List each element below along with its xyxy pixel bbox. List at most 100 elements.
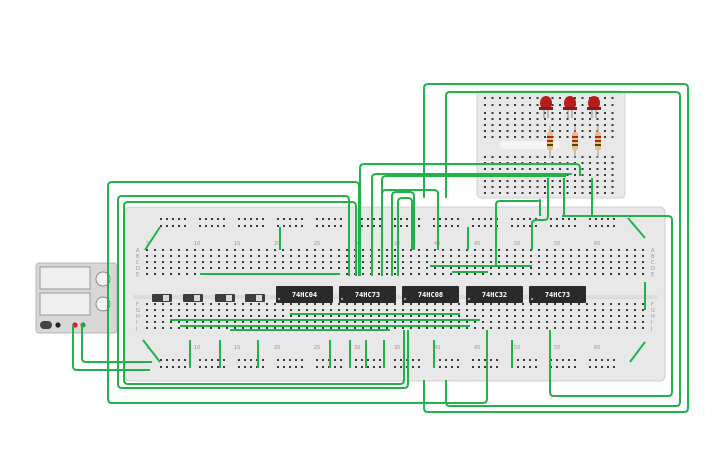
wire[interactable] — [144, 226, 161, 251]
wire[interactable] — [123, 300, 405, 385]
ic-chip[interactable]: 74HC08 — [402, 286, 459, 303]
chip-label: 74HC08 — [418, 291, 443, 299]
column-number: 25 — [314, 345, 320, 351]
row-label: E — [136, 272, 139, 278]
wire[interactable] — [117, 195, 350, 300]
wire[interactable] — [549, 215, 673, 397]
wire[interactable] — [371, 173, 572, 276]
column-number: 35 — [394, 345, 400, 351]
row-label: E — [651, 272, 654, 278]
slide-switches[interactable] — [152, 294, 265, 302]
row-label: C — [136, 260, 140, 266]
wire[interactable] — [381, 175, 566, 276]
row-label: A — [136, 248, 140, 254]
wire[interactable] — [495, 199, 541, 266]
chip-label: 74HC32 — [482, 291, 507, 299]
column-number: 50 — [514, 241, 520, 247]
row-label: H — [651, 314, 655, 320]
row-label: F — [651, 302, 654, 308]
slide-switch[interactable] — [152, 294, 172, 302]
terminal-ground[interactable] — [55, 322, 61, 328]
wire[interactable] — [391, 191, 415, 276]
wire[interactable] — [445, 91, 681, 407]
resistor[interactable] — [547, 126, 553, 158]
wire[interactable] — [117, 300, 409, 389]
row-label: B — [136, 254, 140, 260]
wire[interactable] — [423, 83, 689, 413]
row-label: G — [651, 308, 655, 314]
wire[interactable] — [72, 325, 150, 371]
wire[interactable] — [123, 201, 357, 300]
row-label: J — [135, 326, 137, 332]
power-display-top — [39, 266, 91, 290]
leds[interactable] — [539, 96, 601, 158]
row-label: G — [136, 308, 140, 314]
row-label: C — [651, 260, 655, 266]
column-number: 55 — [554, 241, 560, 247]
column-number: 30 — [354, 241, 360, 247]
power-supply[interactable] — [35, 262, 118, 334]
column-number: 45 — [474, 345, 480, 351]
wire[interactable] — [107, 296, 488, 404]
chip-label: 74HC73 — [355, 291, 380, 299]
column-number: 20 — [274, 345, 280, 351]
column-number: 1 — [146, 345, 149, 351]
slide-switch[interactable] — [183, 294, 203, 302]
row-label: D — [651, 266, 655, 272]
slide-switch[interactable] — [245, 294, 265, 302]
row-label: B — [651, 254, 655, 260]
ic-chip[interactable]: 74HC32 — [466, 286, 523, 303]
row-label: J — [650, 326, 652, 332]
column-number: 25 — [314, 241, 320, 247]
column-number: 60 — [594, 241, 600, 247]
column-number: 15 — [234, 345, 240, 351]
power-display-bottom — [39, 292, 91, 316]
slide-switch[interactable] — [215, 294, 235, 302]
wire[interactable] — [397, 197, 413, 276]
resistor[interactable] — [572, 126, 578, 158]
wires[interactable] — [72, 83, 689, 413]
voltage-knob[interactable] — [95, 271, 111, 287]
ic-chips: 74HC04 74HC73 74HC08 74HC32 74HC73 — [276, 286, 586, 303]
wire[interactable] — [142, 339, 161, 363]
led[interactable] — [539, 96, 553, 118]
wire[interactable] — [531, 178, 549, 250]
ic-chip[interactable]: 74HC04 — [276, 286, 333, 303]
current-knob[interactable] — [95, 296, 111, 312]
row-label: H — [136, 314, 140, 320]
wire[interactable] — [107, 181, 360, 296]
row-label: D — [136, 266, 140, 272]
row-label: F — [136, 302, 139, 308]
chip-label: 74HC04 — [292, 291, 317, 299]
column-number: 10 — [194, 345, 200, 351]
column-number: 45 — [474, 241, 480, 247]
led[interactable] — [563, 96, 577, 118]
wire[interactable] — [81, 325, 152, 363]
column-number: 60 — [594, 345, 600, 351]
power-switch[interactable] — [40, 321, 52, 329]
column-number: 40 — [434, 345, 440, 351]
wire[interactable] — [629, 341, 646, 363]
row-label: I — [651, 320, 652, 326]
wire[interactable] — [381, 189, 439, 276]
ic-chip[interactable]: 74HC73 — [529, 286, 586, 303]
column-number: 55 — [554, 345, 560, 351]
resistor[interactable] — [595, 126, 601, 158]
column-number: 20 — [274, 241, 280, 247]
column-number: 50 — [514, 345, 520, 351]
chip-label: 74HC73 — [545, 291, 570, 299]
column-number: 10 — [194, 241, 200, 247]
column-number: 30 — [354, 345, 360, 351]
row-label: A — [651, 248, 655, 254]
small-breadboard-channel — [500, 141, 560, 149]
ic-chip[interactable]: 74HC73 — [339, 286, 396, 303]
led[interactable] — [587, 96, 601, 118]
wire[interactable] — [359, 163, 581, 276]
column-number: 15 — [234, 241, 240, 247]
wire[interactable] — [627, 217, 646, 239]
column-number: 1 — [146, 241, 149, 247]
row-label: I — [136, 320, 137, 326]
